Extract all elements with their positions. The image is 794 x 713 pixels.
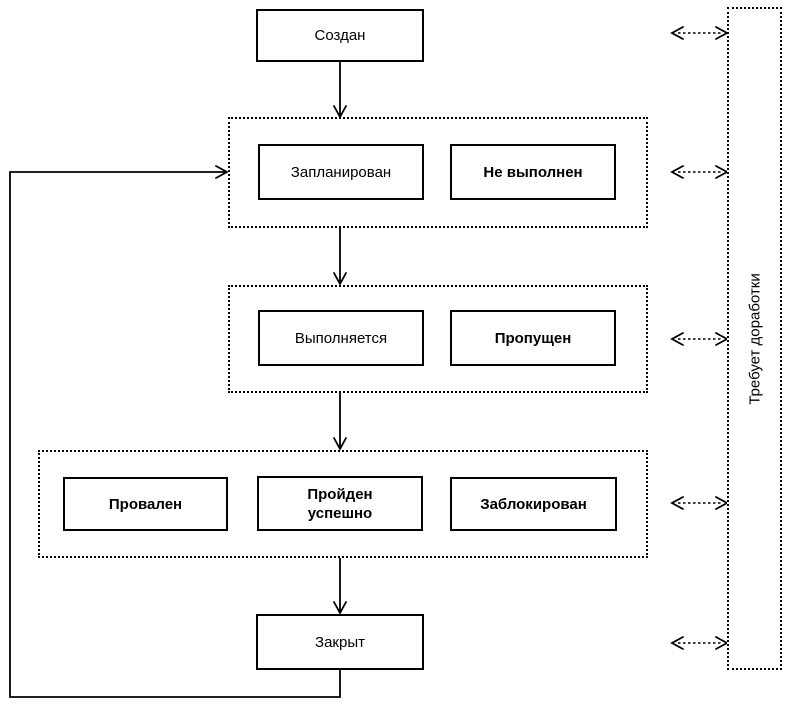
node-blocked-label: Заблокирован	[480, 495, 587, 513]
node-failed: Провален	[63, 477, 228, 531]
rework-arrow-level-result	[670, 496, 729, 510]
node-created: Создан	[256, 9, 424, 62]
node-skipped: Пропущен	[450, 310, 616, 366]
node-executing: Выполняется	[258, 310, 424, 366]
arrowhead-down-4	[333, 601, 347, 615]
node-planned-label: Запланирован	[290, 163, 392, 181]
node-blocked: Заблокирован	[450, 477, 617, 531]
group-scheduled-states	[228, 117, 648, 228]
node-closed-label: Закрыт	[315, 633, 365, 651]
rework-column-label: Требует доработки	[746, 272, 763, 405]
group-executing-states	[228, 285, 648, 393]
node-failed-label: Провален	[108, 495, 183, 513]
group-result-states	[38, 450, 648, 558]
node-not-executed-label: Не выполнен	[483, 163, 583, 181]
node-passed-label: Пройден успешно	[307, 485, 373, 522]
node-planned: Запланирован	[258, 144, 424, 200]
node-created-label: Создан	[314, 27, 366, 44]
arrowhead-down-2	[333, 272, 347, 286]
rework-arrow-level-created	[670, 26, 729, 40]
arrowhead-down-3	[333, 437, 347, 451]
rework-arrow-level-closed	[670, 636, 729, 650]
node-passed: Пройден успешно	[257, 476, 423, 531]
node-skipped-label: Пропущен	[494, 329, 572, 347]
arrowhead-right-loop	[215, 165, 229, 179]
node-executing-label: Выполняется	[294, 329, 388, 347]
rework-arrow-level-scheduled	[670, 165, 729, 179]
node-closed: Закрыт	[256, 614, 424, 670]
arrowhead-down-1	[333, 105, 347, 119]
node-not-executed: Не выполнен	[450, 144, 616, 200]
rework-column: Требует доработки	[727, 7, 782, 670]
rework-arrow-level-executing	[670, 332, 729, 346]
